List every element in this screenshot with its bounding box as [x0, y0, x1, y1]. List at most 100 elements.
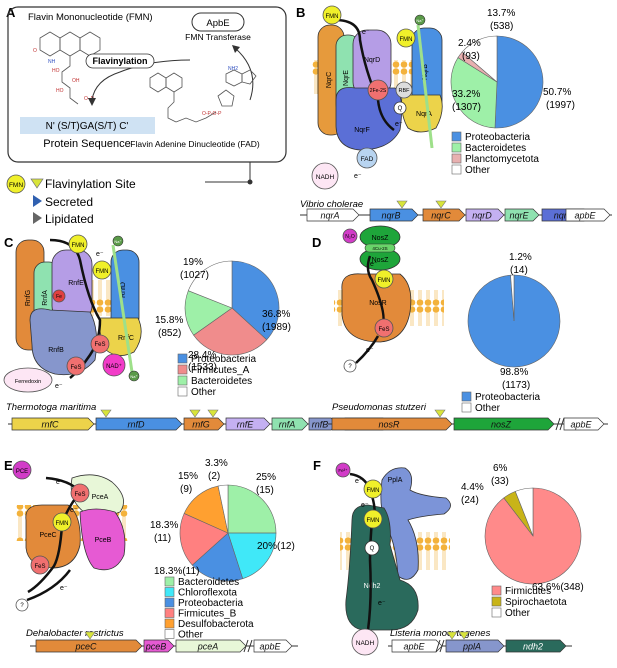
gene-label: apbE	[403, 642, 425, 652]
e-label-d1: e⁻	[370, 261, 378, 268]
gene-label: nqrF	[554, 211, 573, 221]
fe-c	[52, 289, 66, 303]
pie-e-label-2a: 18.3%(11)	[154, 566, 199, 577]
na-ion-c2	[128, 370, 140, 382]
gene-arrow	[505, 639, 567, 653]
pie-c-label-1a: 28.4%	[188, 350, 216, 361]
fad-structure: O-P-O-P NH2	[149, 66, 257, 123]
organism-c: Thermotoga maritima	[6, 402, 96, 413]
gene-label: nqrA	[320, 211, 339, 221]
pie-slice-other	[187, 260, 233, 309]
legend-swatch	[164, 608, 175, 618]
pie-slice-bacteroidetes	[450, 57, 498, 129]
secreted-icon	[33, 195, 42, 207]
gene-label: pceC	[74, 642, 97, 652]
gene-label: rnfG	[192, 420, 210, 430]
flavinylation-label: Flavinylation	[92, 56, 147, 66]
rnfb-protein	[29, 308, 98, 376]
flavinylation-site-marker	[435, 200, 447, 209]
rnfg-label: RnfG	[25, 290, 32, 306]
pie-slice-proteobacteria	[231, 260, 280, 341]
panel-b-letter: B	[296, 5, 305, 20]
gene-arrow	[175, 639, 247, 653]
fmn-label-d: FMN	[378, 278, 391, 284]
nqra-label: NqrA	[416, 111, 432, 118]
gene-label: rnfC	[41, 420, 59, 430]
fmn-label-f1: FMN	[367, 488, 380, 494]
gene-arrow	[331, 417, 453, 431]
svg-text:NH: NH	[48, 59, 56, 65]
pie-b-label-2b: (93)	[462, 51, 480, 62]
svg-text:NH2: NH2	[228, 66, 238, 72]
fmn-f1	[363, 479, 383, 499]
q-label-f: Q	[370, 546, 375, 552]
gene-label: nosZ	[491, 420, 512, 430]
fes-label-c1: FeS	[94, 342, 105, 348]
e-label-e3: e⁻	[60, 585, 68, 592]
fes-c2	[66, 356, 86, 376]
flavinylation-arrow	[91, 59, 191, 101]
legend-entry: Firmicutes_A	[191, 365, 250, 376]
flavinylation-site-marker	[458, 631, 470, 640]
fes-e1	[70, 483, 90, 503]
e-label-b3: e⁻	[354, 173, 362, 180]
gene-arrow	[565, 208, 611, 222]
gene-label: rnfA	[279, 420, 296, 430]
pie-chart-b	[450, 35, 544, 129]
na-ion-b	[414, 14, 426, 26]
pie-slice-bacteroidetes	[227, 484, 277, 534]
nqrc-label: NqrC	[326, 72, 333, 88]
fe3-f	[335, 462, 351, 478]
gene-arrow	[563, 417, 605, 431]
gene-label: nqrE	[509, 211, 529, 221]
fmn-label-e: FMN	[56, 521, 69, 527]
n2o-d	[342, 228, 358, 244]
flavinylation-site-marker	[207, 409, 219, 418]
gene-label: apbE	[259, 642, 281, 652]
e-label-f3: e⁻	[378, 600, 386, 607]
flavinylation-site-marker	[84, 631, 96, 640]
n2o-label-d: N₂O	[345, 234, 355, 240]
na-label-c1: Na⁺	[114, 239, 121, 244]
gene-label: apbE	[570, 420, 592, 430]
svg-text:O-P-O-P: O-P-O-P	[202, 111, 222, 117]
legend-swatch	[461, 391, 472, 402]
e-label-e1: e⁻	[56, 479, 64, 486]
pie-slice-other	[461, 35, 498, 83]
legend-swatch	[491, 585, 502, 596]
fe-label-c: Fe	[56, 294, 62, 300]
organism-e: Dehalobacter restrictus	[26, 628, 124, 639]
pcea-label: PceA	[92, 494, 109, 501]
gene-label: rnfE	[237, 420, 255, 430]
ndh2-protein	[345, 504, 419, 631]
pie-c-label-1b: (1533)	[188, 362, 217, 373]
legend-swatch	[451, 131, 462, 142]
nosr-protein	[341, 273, 412, 343]
pie-slice-other	[510, 274, 515, 322]
legend-entry: Firmicutes	[505, 586, 551, 597]
legend-swatch	[177, 386, 188, 397]
fes-label-b: 2Fe-2S	[370, 88, 387, 94]
legend-entry: Bacteroidetes	[465, 143, 526, 154]
pie-slice-firmicutes-a	[193, 307, 268, 356]
gene-label: nqrC	[431, 211, 451, 221]
nadh-label-b: NADH	[316, 174, 335, 181]
fmn-b1	[322, 5, 342, 25]
fes-label-c2: FeS	[70, 365, 81, 371]
lipidated-text: Lipidated	[45, 212, 94, 226]
legend-entry: Firmicutes_B	[178, 609, 237, 620]
flavinylation-site-marker	[100, 409, 112, 418]
protein-sequence-box	[20, 117, 155, 134]
legend-entry: Proteobacteria	[465, 132, 530, 143]
pie-slice-other	[514, 487, 534, 537]
svg-text:OH: OH	[72, 78, 80, 84]
svg-text:HO: HO	[52, 68, 60, 74]
organism-f: Listeria monocytogenes	[390, 628, 491, 639]
gene-label: rnfD	[127, 420, 145, 430]
nadh-label-f: NADH	[356, 640, 375, 647]
pie-slice-proteobacteria	[494, 35, 544, 129]
